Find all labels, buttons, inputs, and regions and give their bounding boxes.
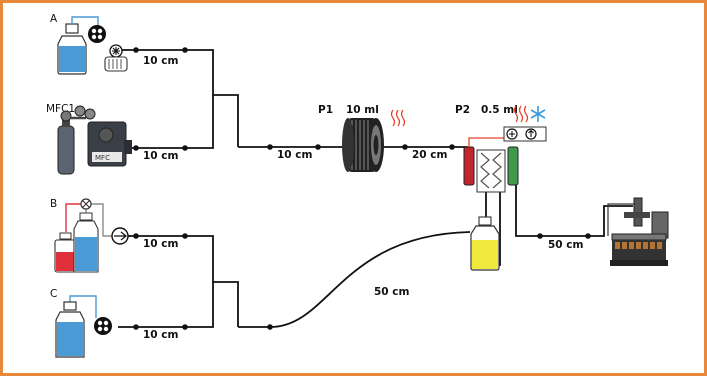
tube-mfc [130,95,214,149]
reservoir-a: A [50,13,128,75]
reactor-p1-volume: 10 ml [346,104,379,116]
bottle-icon [73,212,99,273]
heating-icon [513,105,529,123]
reactor-p1: P1 10 ml [318,104,406,172]
reservoir-b-label: B [50,198,57,210]
tube-a [120,49,239,147]
bottle-liquid [57,322,83,356]
tube-length-label: 10 cm [143,55,178,67]
tube-length-label: 10 cm [143,150,178,162]
junction-dot [402,144,408,150]
gas-cylinder-icon [57,105,96,175]
junction-dot [315,144,321,150]
vessel-liquid [472,240,498,269]
tube-length-label: 10 cm [277,149,312,161]
junction-dot [133,47,139,53]
junction-dot [133,324,139,330]
junction-dot [267,324,273,330]
bottle-icon [55,301,85,358]
junction-dot [133,233,139,239]
valve-icon [80,198,92,210]
reactor-p2-label: P2 [455,104,470,116]
tube-length-label: 10 cm [143,329,178,341]
junction-dot [182,145,188,151]
mfc-label: MFC1 [46,103,75,115]
tube-length-label: 20 cm [412,149,447,161]
mfc-badge: MFC [95,154,110,162]
heat-exchanger-icon [463,137,519,193]
mfc-supply: MFC1 MFC [46,103,132,175]
reservoir-b: B [50,198,129,273]
reactor-p2-volume: 0.5 ml [481,104,518,116]
mass-flow-controller-icon: MFC [87,121,132,167]
bottle-liquid-blue [75,237,97,271]
bottle-liquid-red [56,252,74,271]
reservoir-c-label: C [50,288,57,300]
collection-vessel [470,216,500,271]
reservoir-a-label: A [50,13,58,25]
heating-icon [390,109,406,127]
peristaltic-pump-icon [94,317,112,335]
tube-length-label: 10 cm [143,238,178,250]
junction-dots [133,47,591,330]
junction-dot [449,144,455,150]
tube-length-label: 50 cm [374,286,409,298]
coil-reactor-icon [342,118,384,172]
bottle-icon [57,23,87,75]
bottle-icon [54,232,76,273]
pump-head-icon [104,44,128,72]
tube-length-label: 50 cm [548,239,583,251]
tube-long-loop [238,231,471,328]
autosampler-icon[interactable] [607,197,669,266]
junction-dot [585,233,591,239]
junction-dot [182,47,188,53]
junction-dot [182,233,188,239]
reactor-p1-label: P1 [318,104,333,116]
junction-dot [267,144,273,150]
junction-dot [537,233,543,239]
reservoir-c: C [50,288,112,358]
junction-dot [182,324,188,330]
junction-dot [133,145,139,151]
bottle-liquid [59,46,85,72]
tube-p2-to-sampler [515,148,633,237]
pump-icon[interactable] [503,126,547,142]
pump-icon [111,227,129,245]
tube-c [118,282,214,328]
reactor-p2: P2 0.5 ml [455,104,547,193]
cooling-icon [530,106,546,122]
peristaltic-pump-icon [88,25,106,43]
